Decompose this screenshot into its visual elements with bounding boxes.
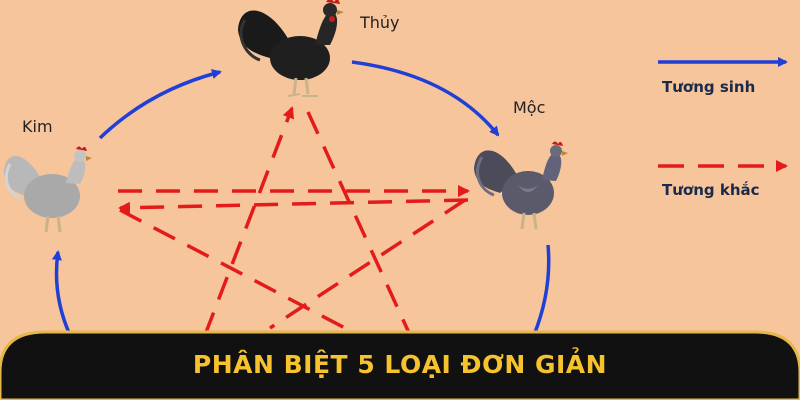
khac-arrow-cross-a (119, 208, 346, 330)
rooster-moc-icon (474, 141, 568, 230)
rooster-kim-icon (4, 146, 92, 233)
banner-shape (0, 330, 800, 400)
khac-arrow-thuy-down (306, 111, 412, 336)
khac-arrow-moc-kim (118, 198, 469, 214)
node-label-moc: Mộc (513, 98, 546, 117)
banner-title: PHÂN BIỆT 5 LOẠI ĐƠN GIẢN (192, 350, 608, 379)
sinh-arrow-thuy-moc (351, 60, 500, 137)
node-label-kim: Kim (22, 117, 53, 136)
rooster-thuy-icon (238, 0, 344, 97)
khac-arrow-up-thuy (203, 106, 295, 336)
sinh-arrow-kim-thuy (98, 69, 222, 140)
legend-khac-label: Tương khắc (662, 181, 760, 199)
sinh-arrow-moc-down (532, 244, 551, 336)
khac-arrow-cross-b (269, 198, 466, 330)
sinh-arrows (51, 60, 551, 336)
khac-arrows (118, 106, 470, 336)
legend-sinh-label: Tương sinh (662, 78, 756, 96)
sinh-arrow-up-kim (51, 250, 72, 336)
node-label-thuy: Thủy (360, 13, 400, 32)
legend (658, 57, 788, 172)
